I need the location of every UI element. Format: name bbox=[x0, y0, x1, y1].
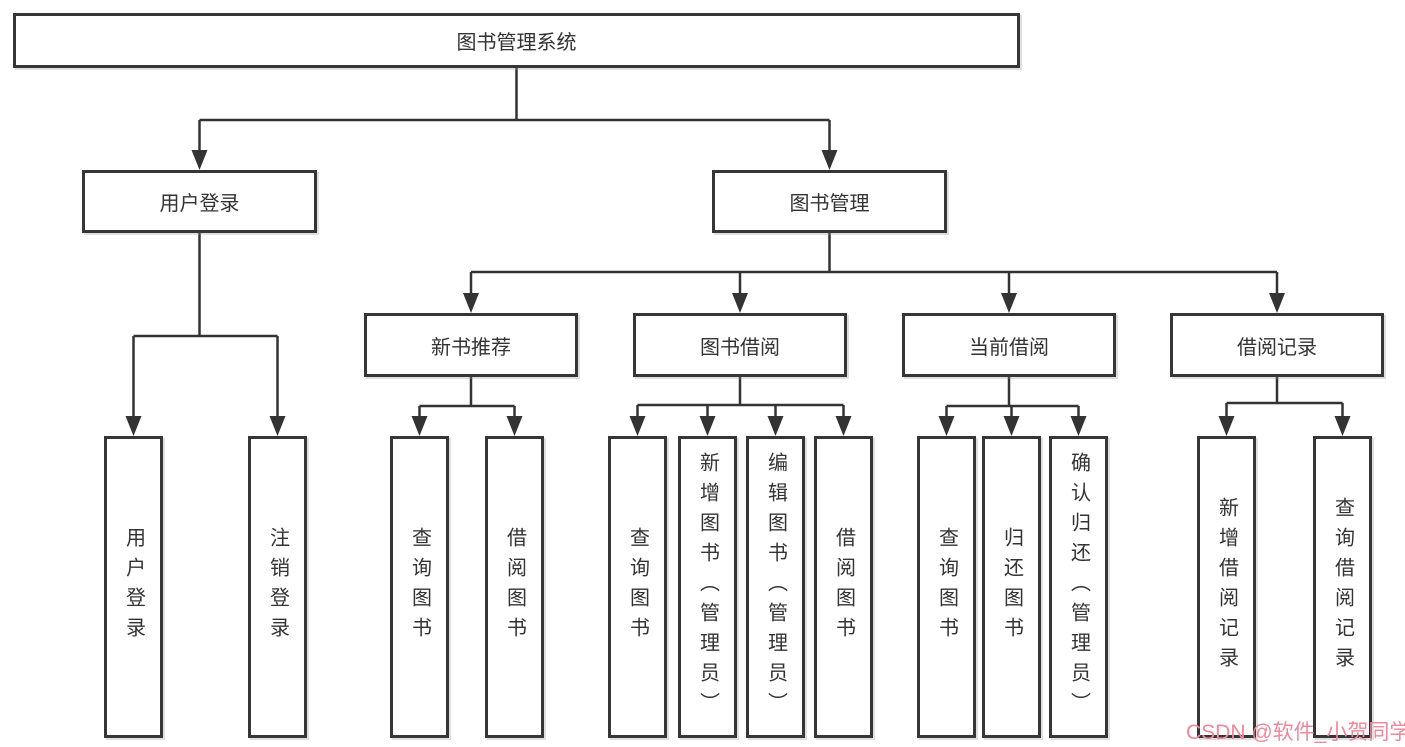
node-label: 归还图书 bbox=[1000, 527, 1023, 647]
leaf-user-login: 用户登录 bbox=[104, 436, 163, 738]
leaf-borrow-books-1: 借阅图书 bbox=[485, 436, 544, 738]
arrow-down-icon bbox=[411, 416, 428, 436]
arrow-down-icon bbox=[699, 416, 716, 436]
leaf-query-books-3: 查询图书 bbox=[917, 436, 976, 738]
node-label: 查询图书 bbox=[626, 527, 649, 647]
arrow-down-icon bbox=[821, 150, 838, 170]
node-label: 查询借阅记录 bbox=[1331, 497, 1354, 677]
node-label: 图书管理系统 bbox=[456, 32, 577, 54]
arrow-down-icon bbox=[463, 293, 479, 313]
leaf-edit-books-admin: 编辑图书（管理员） bbox=[746, 436, 805, 738]
arrow-down-icon bbox=[269, 416, 286, 436]
node-label: 借阅记录 bbox=[1237, 336, 1317, 359]
node-label: 编辑图书（管理员） bbox=[764, 452, 787, 722]
node-new-book-recommend: 新书推荐 bbox=[364, 313, 578, 377]
node-label: 新增借阅记录 bbox=[1215, 497, 1238, 677]
node-current-borrow: 当前借阅 bbox=[902, 313, 1116, 377]
node-label: 用户登录 bbox=[159, 193, 240, 215]
leaf-add-books-admin: 新增图书（管理员） bbox=[678, 436, 737, 738]
leaf-query-books-1: 查询图书 bbox=[390, 436, 449, 738]
node-borrow-records: 借阅记录 bbox=[1170, 313, 1384, 377]
arrow-down-icon bbox=[767, 416, 784, 436]
leaf-add-borrow-record: 新增借阅记录 bbox=[1197, 436, 1256, 738]
leaf-return-books: 归还图书 bbox=[982, 436, 1041, 738]
arrow-down-icon bbox=[732, 293, 748, 313]
node-label: 新书推荐 bbox=[431, 336, 511, 359]
node-label: 查询图书 bbox=[935, 527, 958, 647]
leaf-query-books-2: 查询图书 bbox=[608, 436, 667, 738]
node-label: 借阅图书 bbox=[503, 527, 526, 647]
arrow-down-icon bbox=[1334, 416, 1351, 436]
node-label: 用户登录 bbox=[122, 527, 145, 647]
node-user-login: 用户登录 bbox=[82, 170, 317, 233]
leaf-confirm-return-admin: 确认归还（管理员） bbox=[1049, 436, 1108, 738]
arrowheads bbox=[125, 150, 1351, 436]
arrow-down-icon bbox=[835, 416, 852, 436]
arrow-down-icon bbox=[1218, 416, 1235, 436]
arrow-down-icon bbox=[629, 416, 646, 436]
node-root-system: 图书管理系统 bbox=[13, 13, 1020, 68]
node-label: 新增图书（管理员） bbox=[696, 452, 719, 722]
arrow-down-icon bbox=[938, 416, 955, 436]
arrow-down-icon bbox=[125, 416, 142, 436]
arrow-down-icon bbox=[191, 150, 208, 170]
node-label: 借阅图书 bbox=[832, 527, 855, 647]
leaf-query-borrow-record: 查询借阅记录 bbox=[1313, 436, 1372, 738]
node-label: 当前借阅 bbox=[969, 336, 1049, 359]
csdn-watermark: CSDN @软件_小贺同学 bbox=[1186, 721, 1405, 744]
node-label: 图书借阅 bbox=[700, 336, 780, 359]
node-book-management: 图书管理 bbox=[712, 170, 947, 233]
leaf-logout: 注销登录 bbox=[248, 436, 307, 738]
connector-paths bbox=[132, 68, 1344, 422]
node-label: 注销登录 bbox=[266, 527, 289, 647]
arrow-down-icon bbox=[1001, 293, 1017, 313]
leaf-borrow-books-2: 借阅图书 bbox=[814, 436, 873, 738]
node-label: 查询图书 bbox=[408, 527, 431, 647]
arrow-down-icon bbox=[1269, 293, 1285, 313]
node-label: 图书管理 bbox=[789, 193, 870, 215]
arrow-down-icon bbox=[506, 416, 523, 436]
node-book-borrow: 图书借阅 bbox=[633, 313, 847, 377]
arrow-down-icon bbox=[1070, 416, 1087, 436]
arrow-down-icon bbox=[1003, 416, 1020, 436]
node-label: 确认归还（管理员） bbox=[1067, 452, 1090, 722]
